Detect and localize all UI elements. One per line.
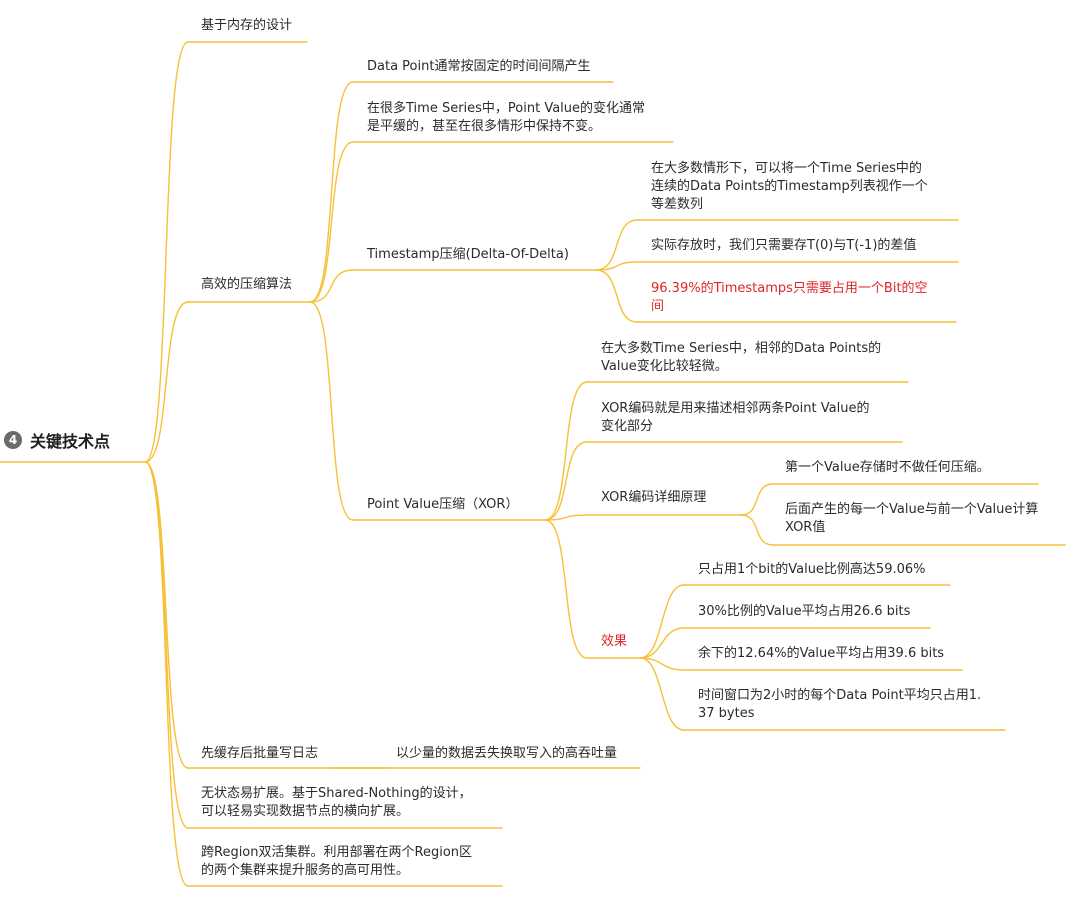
node-line: 等差数列 [651, 197, 704, 212]
node-value-compression[interactable]: Point Value压缩（XOR） [367, 497, 519, 512]
node-memory-design[interactable]: 基于内存的设计 [201, 18, 293, 33]
node-first-value[interactable]: 第一个Value存储时不做任何压缩。 [785, 460, 990, 475]
root-node[interactable]: 4 关键技术点 [4, 428, 110, 452]
node-line: XOR值 [785, 520, 826, 535]
node-xor-principle[interactable]: XOR编码详细原理 [601, 490, 707, 505]
node-cross-region[interactable]: 跨Region双活集群。利用部署在两个Region区 的两个集群来提升服务的高可… [201, 844, 472, 880]
node-line: XOR编码就是用来描述相邻两条Point Value的 [601, 401, 870, 416]
node-effect-39bits[interactable]: 余下的12.64%的Value平均占用39.6 bits [698, 646, 945, 661]
node-line: 跨Region双活集群。利用部署在两个Region区 [201, 845, 473, 860]
node-timestamp-compression[interactable]: Timestamp压缩(Delta-Of-Delta) [367, 247, 569, 262]
node-line: 后面产生的每一个Value与前一个Value计算 [785, 502, 1039, 517]
node-line: 时间窗口为2小时的每个Data Point平均只占用1. [698, 688, 982, 703]
node-line: 无状态易扩展。基于Shared-Nothing的设计， [201, 786, 472, 801]
node-line: 是平缓的，甚至在很多情形中保持不变。 [367, 119, 602, 134]
node-fixed-interval[interactable]: Data Point通常按固定的时间间隔产生 [367, 59, 591, 74]
node-stateless[interactable]: 无状态易扩展。基于Shared-Nothing的设计， 可以轻易实现数据节点的横… [201, 785, 472, 821]
node-arithmetic-sequence[interactable]: 在大多数情形下，可以将一个Time Series中的 连续的Data Point… [651, 160, 928, 214]
node-slight-change[interactable]: 在大多数Time Series中，相邻的Data Points的 Value变化… [601, 340, 881, 376]
node-line: 在很多Time Series中，Point Value的变化通常 [367, 101, 646, 116]
node-batch-log-detail[interactable]: 以少量的数据丢失换取写入的高吞吐量 [396, 746, 618, 761]
node-line: 可以轻易实现数据节点的横向扩展。 [201, 804, 410, 819]
node-effect-26bits[interactable]: 30%比例的Value平均占用26.6 bits [698, 604, 911, 619]
node-xor-subsequent[interactable]: 后面产生的每一个Value与前一个Value计算 XOR值 [785, 501, 1038, 537]
node-effect-1bit[interactable]: 只占用1个bit的Value比例高达59.06% [698, 562, 926, 577]
node-compression[interactable]: 高效的压缩算法 [201, 277, 293, 292]
node-line: 变化部分 [601, 419, 654, 434]
node-effect-avg-bytes[interactable]: 时间窗口为2小时的每个Data Point平均只占用1. 37 bytes [698, 687, 981, 723]
node-xor-encoding[interactable]: XOR编码就是用来描述相邻两条Point Value的 变化部分 [601, 400, 869, 436]
node-line: 间 [651, 299, 665, 314]
root-label: 关键技术点 [30, 432, 111, 451]
number-badge-icon: 4 [4, 431, 22, 449]
node-line: 96.39%的Timestamps只需要占用一个Bit的空 [651, 281, 928, 296]
node-line: 37 bytes [698, 706, 755, 721]
node-line: 在大多数情形下，可以将一个Time Series中的 [651, 161, 922, 176]
node-batch-log[interactable]: 先缓存后批量写日志 [201, 746, 319, 761]
node-line: 在大多数Time Series中，相邻的Data Points的 [601, 341, 882, 356]
node-line: 的两个集群来提升服务的高可用性。 [201, 863, 410, 878]
node-effect[interactable]: 效果 [601, 634, 628, 649]
node-store-diff[interactable]: 实际存放时，我们只需要存T(0)与T(-1)的差值 [651, 238, 917, 253]
node-line: Value变化比较轻微。 [601, 359, 728, 374]
node-line: 连续的Data Points的Timestamp列表视作一个 [651, 179, 928, 194]
node-timestamp-bit[interactable]: 96.39%的Timestamps只需要占用一个Bit的空 间 [651, 280, 928, 316]
node-smooth-value[interactable]: 在很多Time Series中，Point Value的变化通常 是平缓的，甚至… [367, 100, 645, 136]
